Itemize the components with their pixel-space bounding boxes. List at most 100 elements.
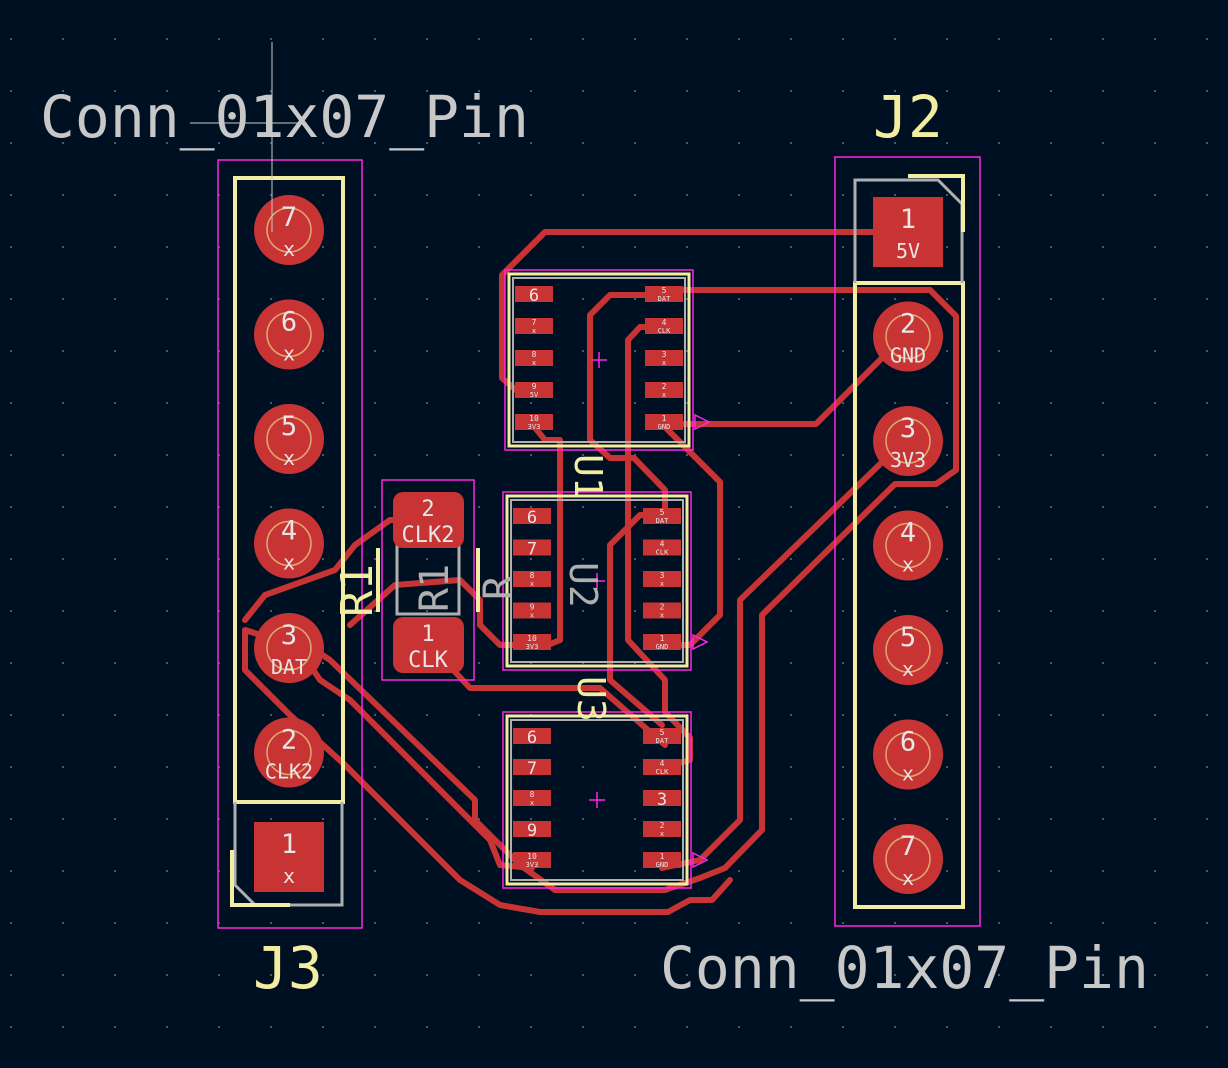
chip-bot-pin-number: 7: [527, 759, 537, 779]
j2-pad-number: 6: [900, 727, 916, 758]
chip-mid-pin-number: 4: [660, 540, 665, 549]
chip-bot-pin-number: 9: [527, 821, 537, 841]
j2-pad-7[interactable]: 7x: [873, 824, 943, 894]
track-dat-right[interactable]: [289, 287, 959, 893]
chip-bot-pin1-marker: [692, 851, 709, 869]
chip-bot-pin-number: 10: [527, 852, 537, 861]
chip-mid-pin-net: DAT: [656, 517, 669, 525]
chip-bot-left-pin-6[interactable]: 6: [513, 728, 551, 748]
j2-pad-5[interactable]: 5x: [873, 615, 943, 685]
j2-pad-6[interactable]: 6x: [873, 719, 943, 790]
chip-top-right-pin-3[interactable]: 3x: [645, 350, 683, 367]
chip-top-left-pin-9[interactable]: 95V: [515, 382, 553, 399]
j3-pad-net: CLK2: [265, 760, 313, 784]
track-gnd[interactable]: [659, 329, 911, 427]
chip-mid-pin-net: GND: [656, 643, 669, 651]
chip-mid-left-pin-7[interactable]: 7: [513, 539, 551, 560]
chip-top-left-pin-6[interactable]: 6: [515, 286, 553, 306]
j3-ref-label: J3: [253, 934, 323, 1002]
chip-mid-pin-net: x: [530, 580, 534, 588]
j3-pad-4[interactable]: 4x: [254, 508, 324, 579]
chip-top-pin-net: CLK: [658, 327, 671, 335]
chip-mid-right-pin-3[interactable]: 3x: [643, 571, 681, 588]
chip-mid-pin-number: 8: [530, 571, 535, 580]
j2-pad-number: 7: [900, 831, 916, 862]
chip-top-pin-number: 10: [529, 414, 539, 423]
r1-pad-number: 1: [421, 622, 434, 647]
j3-pad-5[interactable]: 5x: [254, 404, 324, 474]
chip-top-pin-net: x: [532, 327, 536, 335]
chip-bot-courtyard: [502, 711, 692, 889]
chip-top-pin-net: x: [662, 359, 666, 367]
track-dat-top[interactable]: [587, 292, 668, 518]
track-dat-left[interactable]: [242, 627, 733, 915]
chip-mid-left-pin-8[interactable]: 8x: [513, 571, 551, 588]
chip-mid-right-pin-2[interactable]: 2x: [643, 602, 681, 620]
j3-pad-7[interactable]: 7x: [254, 195, 324, 265]
j2-value-label: Conn_01x07_Pin: [660, 934, 1149, 1002]
chip-mid-silkscreen: [505, 494, 689, 668]
chip-top-pin-number: 3: [662, 350, 667, 359]
j3-pad-6[interactable]: 6x: [254, 299, 324, 370]
chip-bot-left-pin-7[interactable]: 7: [513, 759, 551, 779]
chip-top-left-pin-7[interactable]: 7x: [515, 318, 553, 335]
j2-pin1-marker: [908, 174, 965, 232]
j3-pad-1[interactable]: 1x: [254, 822, 324, 892]
track-clk-top[interactable]: [625, 324, 693, 771]
chip-top-left-pin-8[interactable]: 8x: [515, 350, 553, 367]
j2-pad-number: 3: [900, 413, 916, 444]
chip-mid-left-pin-9[interactable]: 9x: [513, 602, 551, 620]
j3-pad-net: x: [283, 446, 295, 470]
j3-pad-net: x: [283, 551, 295, 575]
track-bottom-3v3[interactable]: [307, 662, 535, 871]
chip-mid-left-pin-6[interactable]: 6: [513, 508, 551, 528]
j2-pad-1[interactable]: 15V: [873, 197, 943, 267]
chip-top-pin-net: 5V: [530, 391, 539, 399]
j3-pad-net: x: [283, 342, 295, 366]
chip-bot-pin-number: 6: [527, 728, 537, 748]
r1-courtyard: [381, 479, 475, 681]
chip-bot-right-pin-2[interactable]: 2x: [643, 821, 681, 838]
chip-top-fab-outline: [512, 277, 686, 443]
chip-mid-pin-number: 7: [527, 540, 537, 560]
chip-mid-pin-net: CLK: [656, 549, 669, 557]
chip-bot-left-pin-8[interactable]: 8x: [513, 790, 551, 807]
chip-top-pin-net: x: [662, 391, 666, 399]
chip-bot-right-pin-3[interactable]: 3: [643, 790, 681, 810]
chip-bot-left-pin-9[interactable]: 9: [513, 821, 551, 841]
chip-bot-pin-number: 1: [660, 852, 665, 861]
chip-mid-pin-number: 10: [527, 634, 537, 643]
chip-bot-pin-number: 3: [657, 790, 667, 810]
chip-mid-pin-net: x: [660, 580, 664, 588]
chip-top-right-pin-2[interactable]: 2x: [645, 382, 683, 399]
chip-mid-pin-number: 2: [660, 603, 665, 612]
j2-pad-4[interactable]: 4x: [873, 510, 943, 581]
u3-ref-label: U3: [569, 676, 613, 722]
